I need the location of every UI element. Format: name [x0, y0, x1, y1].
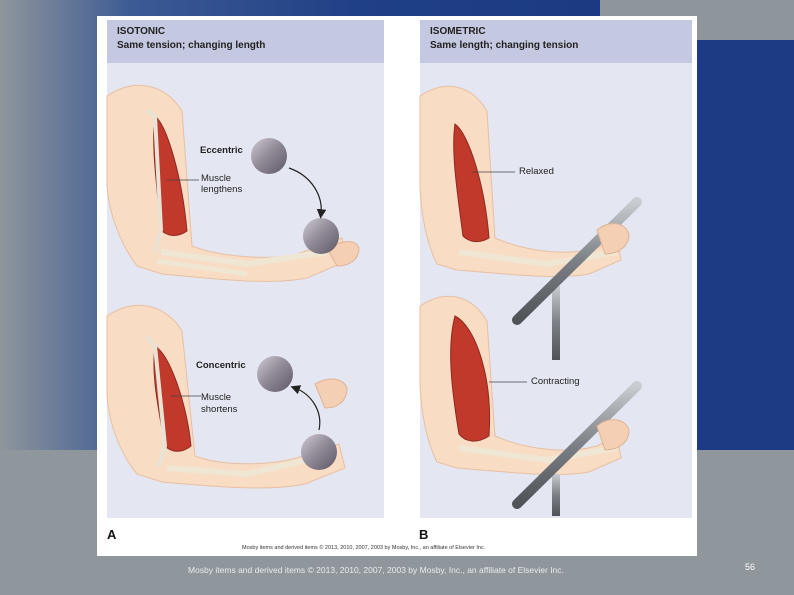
label-muscle-lengthens-line2: lengthens [201, 184, 243, 195]
figure: ISOTONIC Same tension; changing length I… [97, 16, 697, 556]
panel-b-title: ISOMETRIC [430, 26, 486, 37]
figure-credit: Mosby items and derived items © 2013, 20… [242, 545, 486, 551]
label-concentric: Concentric [196, 360, 246, 371]
label-muscle-shortens-line2: shortens [201, 404, 238, 415]
label-contracting: Contracting [531, 376, 580, 387]
panel-a-subtitle: Same tension; changing length [117, 40, 266, 51]
label-muscle-shortens-line1: Muscle [201, 392, 232, 403]
label-muscle-lengthens-line1: Muscle [201, 173, 232, 184]
relaxed-arm [419, 85, 622, 278]
eccentric-arm [106, 84, 360, 282]
concentric-arm [106, 304, 348, 489]
panel-b-subtitle: Same length; changing tension [430, 40, 579, 51]
ball-upper-eccentric [251, 138, 287, 174]
eccentric-arrow [288, 167, 327, 219]
ball-lower-concentric [301, 434, 337, 470]
label-eccentric: Eccentric [200, 145, 243, 156]
ball-lower-eccentric [303, 218, 339, 254]
arm-illustrations [106, 84, 642, 516]
panel-b-header: ISOMETRIC Same length; changing tension [420, 20, 692, 63]
panel-a-header: ISOTONIC Same tension; changing length [107, 20, 384, 63]
ball-upper-concentric [257, 356, 293, 392]
hand-upper-bar [596, 223, 630, 255]
label-relaxed: Relaxed [519, 166, 554, 177]
page-number: 56 [745, 562, 756, 572]
contracting-arm [419, 295, 622, 476]
panel-a-title: ISOTONIC [117, 26, 166, 37]
panel-a-letter: A [107, 527, 117, 542]
slide-footer-credit: Mosby items and derived items © 2013, 20… [188, 565, 564, 575]
hand-lower-bar [596, 419, 630, 451]
concentric-arrow [290, 385, 321, 431]
bar-lower [512, 381, 642, 516]
bar-upper [512, 197, 642, 360]
panel-b-letter: B [419, 527, 429, 542]
